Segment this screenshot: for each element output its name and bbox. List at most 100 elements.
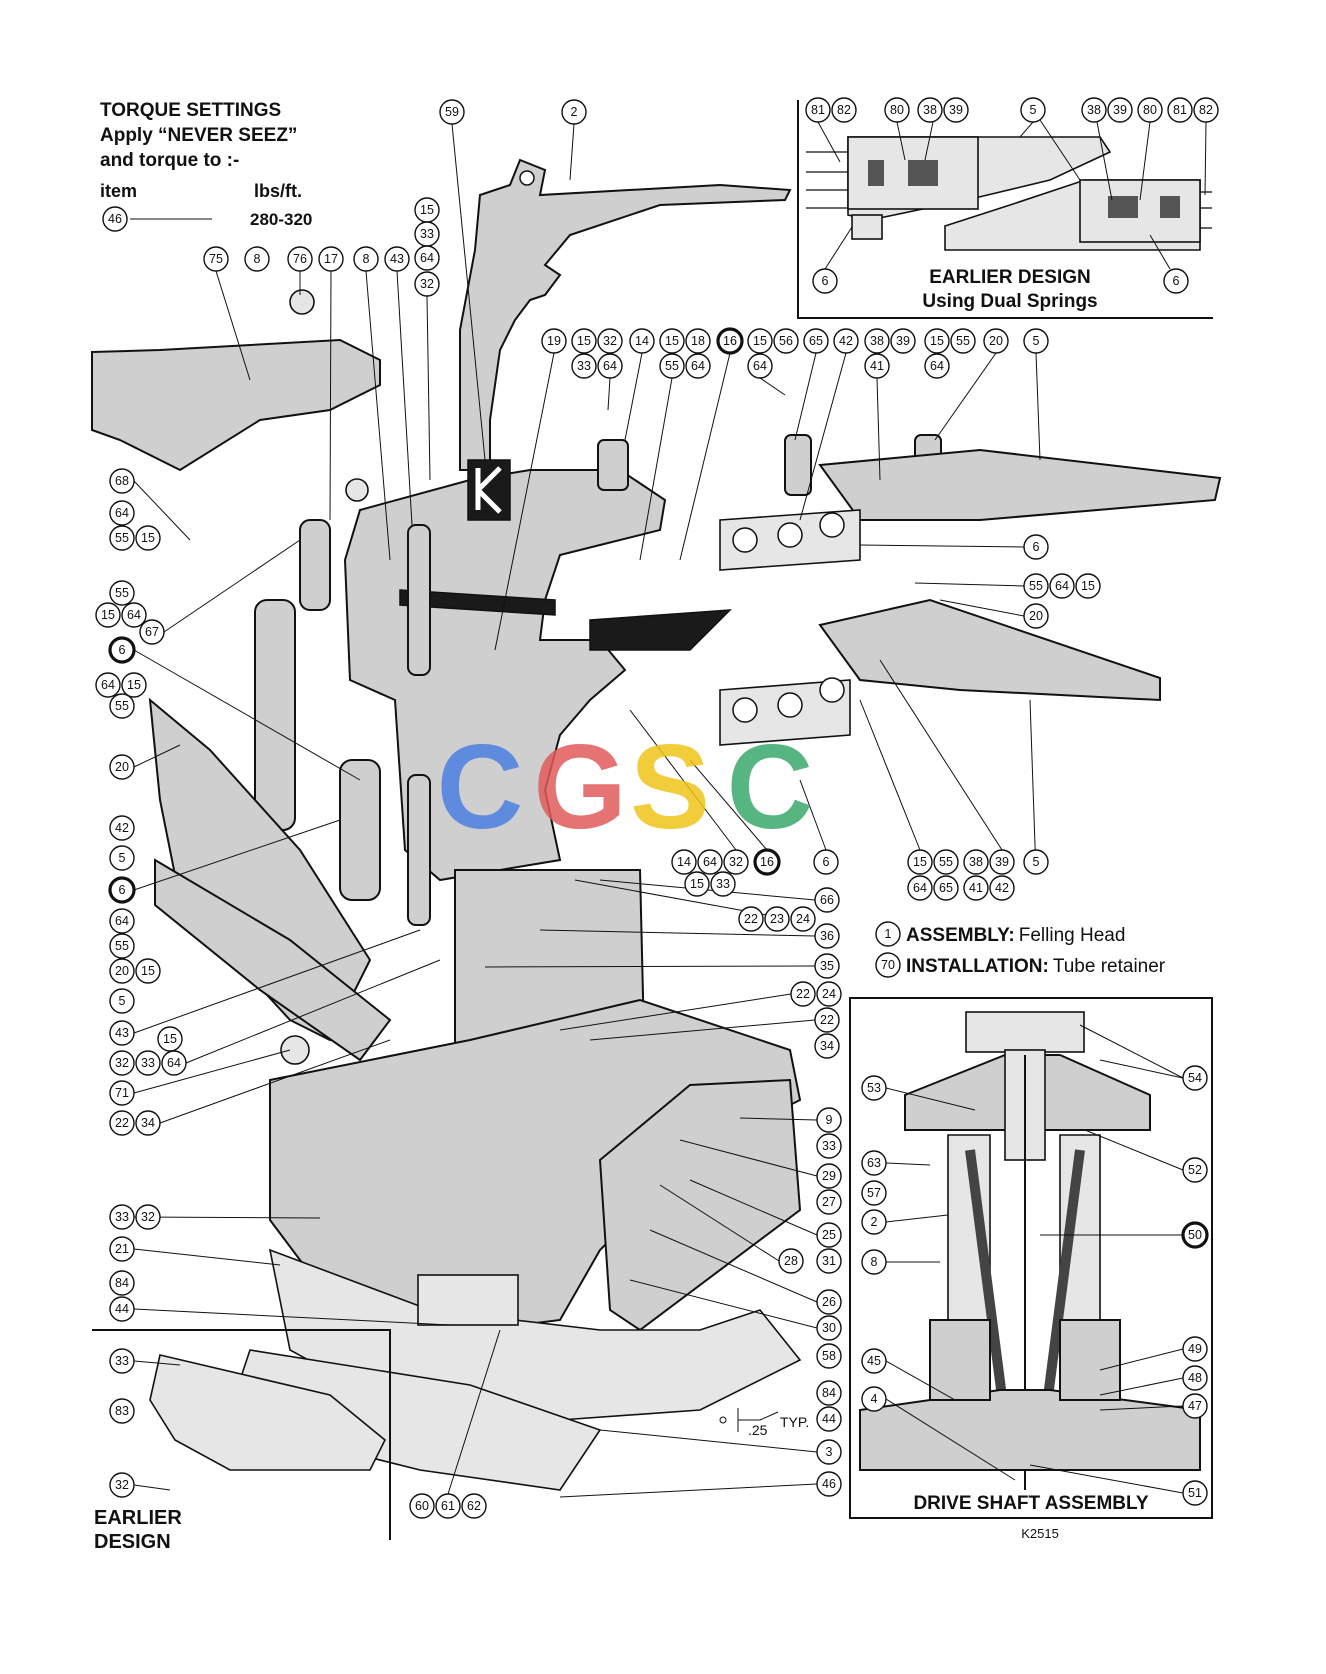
callout-number: 84 — [115, 1276, 129, 1290]
callout-number: 27 — [822, 1195, 836, 1209]
callout-number: 32 — [420, 277, 434, 291]
callout-64: 64 — [109, 908, 135, 934]
callout-number: 34 — [820, 1039, 834, 1053]
assembly-number: 1 — [885, 927, 892, 941]
callout-32: 32 — [723, 849, 749, 875]
callout-5: 5 — [1023, 849, 1049, 875]
callout-51: 51 — [1182, 1480, 1208, 1506]
callout-15: 15 — [659, 328, 685, 354]
callout-number: 14 — [677, 855, 691, 869]
callout-number: 64 — [753, 359, 767, 373]
lower-hub-part — [859, 1389, 1201, 1471]
callout-34: 34 — [814, 1033, 840, 1059]
callout-number: 6 — [119, 643, 126, 657]
callout-number: 34 — [141, 1116, 155, 1130]
callout-64: 64 — [907, 875, 933, 901]
drive-shaft-part — [965, 1149, 1085, 1421]
callout-number: 33 — [822, 1139, 836, 1153]
callout-8: 8 — [244, 246, 270, 272]
torque-column-unit: lbs/ft. — [254, 181, 302, 201]
callout-15: 15 — [414, 197, 440, 223]
callout-number: 25 — [822, 1228, 836, 1242]
callout-32: 32 — [597, 328, 623, 354]
callout-number: 39 — [1113, 103, 1127, 117]
callout-33: 33 — [109, 1348, 135, 1374]
callout-5: 5 — [109, 845, 135, 871]
callout-58: 58 — [816, 1343, 842, 1369]
callout-2: 2 — [561, 99, 587, 125]
inset-title: EARLIER DESIGN — [929, 267, 1091, 288]
motor-mount-part — [965, 1011, 1085, 1053]
callout-number: 64 — [1055, 579, 1069, 593]
installation-separator: : — [1043, 956, 1049, 977]
callout-number: 33 — [420, 227, 434, 241]
callout-number: 58 — [822, 1349, 836, 1363]
callout-9: 9 — [816, 1107, 842, 1133]
callout-number: 36 — [820, 929, 834, 943]
callout-55: 55 — [109, 580, 135, 606]
callout-number: 39 — [896, 334, 910, 348]
callout-15: 15 — [907, 849, 933, 875]
callout-number: 15 — [753, 334, 767, 348]
callout-65: 65 — [803, 328, 829, 354]
callout-80: 80 — [884, 97, 910, 123]
inset-subtitle: Using Dual Springs — [922, 291, 1097, 312]
torque-column-item: item — [100, 181, 137, 201]
callout-number: 42 — [839, 334, 853, 348]
callout-number: 83 — [115, 1404, 129, 1418]
callout-number: 32 — [141, 1210, 155, 1224]
callout-64: 64 — [697, 849, 723, 875]
callout-15: 15 — [571, 328, 597, 354]
callout-46: 46 — [816, 1471, 842, 1497]
callout-55: 55 — [109, 693, 135, 719]
callout-number: 55 — [956, 334, 970, 348]
torque-value: 280-320 — [250, 210, 312, 229]
callout-number: 45 — [867, 1354, 881, 1368]
callout-number: 80 — [1143, 103, 1157, 117]
drive-shaft-inset: DRIVE SHAFT ASSEMBLY K2515 — [849, 997, 1213, 1541]
callout-number: 31 — [822, 1254, 836, 1268]
callout-number: 55 — [115, 531, 129, 545]
callout-number: 23 — [770, 912, 784, 926]
callout-60: 60 — [409, 1493, 435, 1519]
callout-22: 22 — [814, 1007, 840, 1033]
callout-64: 64 — [121, 602, 147, 628]
callout-number: 16 — [760, 855, 774, 869]
callout-36: 36 — [814, 923, 840, 949]
felling-head-drawing: EARLIER DESIGN .25 TYP. — [91, 158, 1222, 1553]
callout-number: 61 — [441, 1499, 455, 1513]
callout-44: 44 — [109, 1296, 135, 1322]
callout-number: 38 — [870, 334, 884, 348]
callout-number: 46 — [822, 1477, 836, 1491]
callout-33: 33 — [710, 871, 736, 897]
callout-number: 17 — [324, 252, 338, 266]
callout-14: 14 — [671, 849, 697, 875]
callout-number: 42 — [115, 821, 129, 835]
callout-number: 44 — [822, 1412, 836, 1426]
callout-34: 34 — [135, 1110, 161, 1136]
callout-15: 15 — [135, 525, 161, 551]
callout-number: 81 — [811, 103, 825, 117]
cylinder-group-left — [254, 434, 942, 926]
callout-number: 54 — [1188, 1071, 1202, 1085]
callout-number: 20 — [989, 334, 1003, 348]
callout-64: 64 — [685, 353, 711, 379]
weld-typ: TYP. — [780, 1414, 809, 1430]
assembly-label: ASSEMBLY — [906, 925, 1010, 946]
lower-bearing-housing-part — [929, 1319, 1121, 1401]
callout-20: 20 — [109, 754, 135, 780]
callout-33: 33 — [816, 1133, 842, 1159]
watermark-letter: C — [437, 720, 524, 854]
callout-number: 41 — [969, 881, 983, 895]
callout-number: 15 — [665, 334, 679, 348]
callout-55: 55 — [659, 353, 685, 379]
callout-number: 26 — [822, 1295, 836, 1309]
callout-number: 71 — [115, 1086, 129, 1100]
callout-15: 15 — [924, 328, 950, 354]
installation-number: 70 — [881, 958, 895, 972]
upper-grab-arm-part — [818, 448, 1222, 521]
callout-49: 49 — [1182, 1336, 1208, 1362]
assembly-name: Felling Head — [1019, 925, 1126, 946]
callout-32: 32 — [109, 1050, 135, 1076]
